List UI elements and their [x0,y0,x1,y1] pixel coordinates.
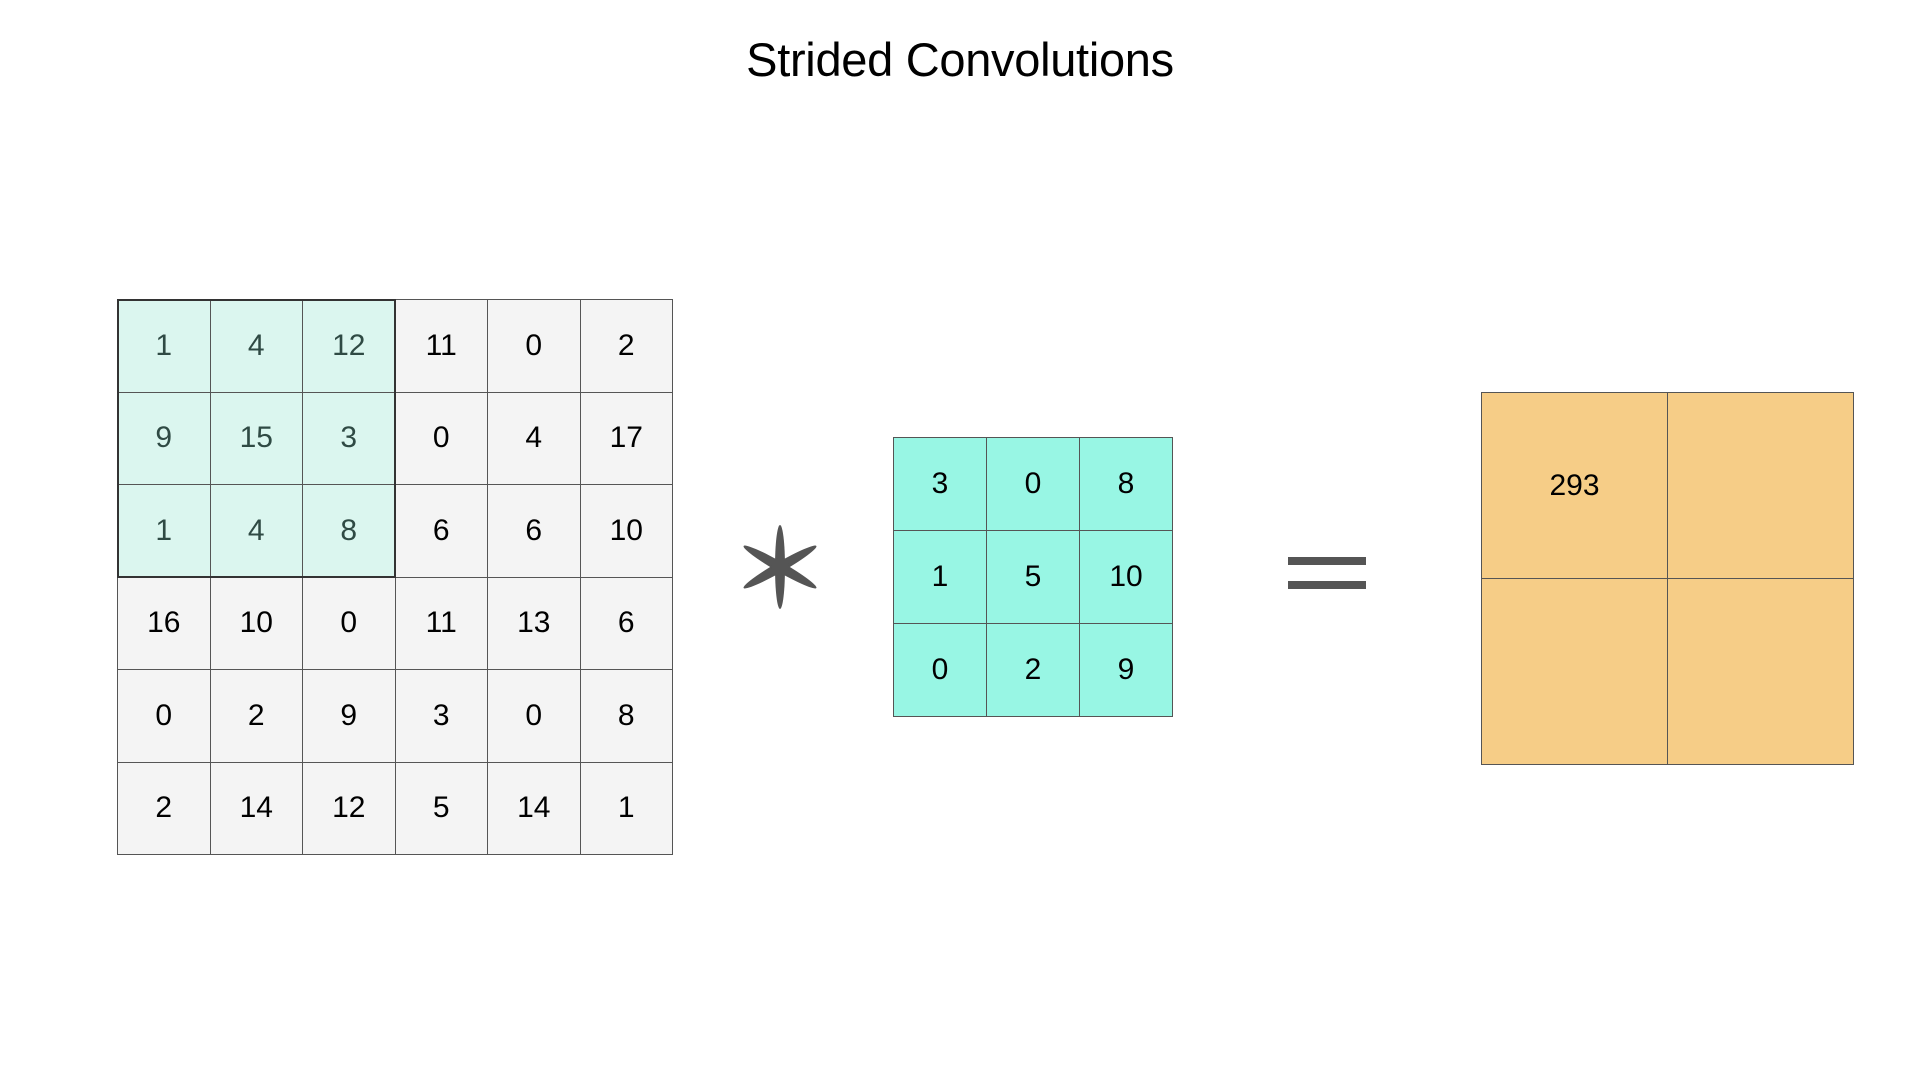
input-cell-r4-c3: 0 [303,577,396,670]
input-cell-r1-c5: 0 [488,300,581,393]
input-cell-r3-c5: 6 [488,485,581,578]
asterisk-icon [743,525,817,609]
kernel-cell-r3-c3: 9 [1080,624,1173,717]
input-cell-r2-c2: 15 [210,392,303,485]
input-cell-r3-c1: 1 [118,485,211,578]
kernel-cell-r3-c1: 0 [894,624,987,717]
input-cell-r2-c5: 4 [488,392,581,485]
input-cell-r6-c3: 12 [303,762,396,855]
output-cell-r2-c2 [1668,579,1854,765]
page-title: Strided Convolutions [746,33,1174,86]
input-cell-r4-c6: 6 [580,577,673,670]
input-cell-r3-c6: 10 [580,485,673,578]
input-cell-r5-c2: 2 [210,670,303,763]
kernel-cell-r3-c2: 2 [987,624,1080,717]
input-cell-r5-c4: 3 [395,670,488,763]
input-cell-r3-c3: 8 [303,485,396,578]
equals-icon [1288,557,1366,589]
input-cell-r2-c1: 9 [118,392,211,485]
input-cell-r6-c2: 14 [210,762,303,855]
kernel-cell-r1-c3: 8 [1080,438,1173,531]
input-cell-r6-c1: 2 [118,762,211,855]
output-cell-r1-c2 [1668,393,1854,579]
input-cell-r4-c1: 16 [118,577,211,670]
input-cell-r5-c1: 0 [118,670,211,763]
input-cell-r5-c5: 0 [488,670,581,763]
output-cell-r1-c1: 293 [1482,393,1668,579]
input-cell-r4-c2: 10 [210,577,303,670]
input-cell-r4-c4: 11 [395,577,488,670]
output-matrix: 293 [1481,392,1854,765]
input-cell-r3-c4: 6 [395,485,488,578]
input-cell-r1-c4: 11 [395,300,488,393]
input-cell-r4-c5: 13 [488,577,581,670]
input-cell-r6-c5: 14 [488,762,581,855]
input-cell-r1-c1: 1 [118,300,211,393]
kernel-cell-r2-c2: 5 [987,531,1080,624]
input-cell-r1-c2: 4 [210,300,303,393]
input-cell-r2-c4: 0 [395,392,488,485]
input-cell-r1-c6: 2 [580,300,673,393]
input-cell-r3-c2: 4 [210,485,303,578]
input-cell-r5-c6: 8 [580,670,673,763]
input-cell-r6-c6: 1 [580,762,673,855]
kernel-cell-r2-c1: 1 [894,531,987,624]
kernel-cell-r2-c3: 10 [1080,531,1173,624]
input-cell-r5-c3: 9 [303,670,396,763]
input-cell-r1-c3: 12 [303,300,396,393]
kernel-cell-r1-c2: 0 [987,438,1080,531]
input-cell-r2-c3: 3 [303,392,396,485]
input-cell-r2-c6: 17 [580,392,673,485]
kernel-cell-r1-c1: 3 [894,438,987,531]
input-cell-r6-c4: 5 [395,762,488,855]
output-cell-r2-c1 [1482,579,1668,765]
